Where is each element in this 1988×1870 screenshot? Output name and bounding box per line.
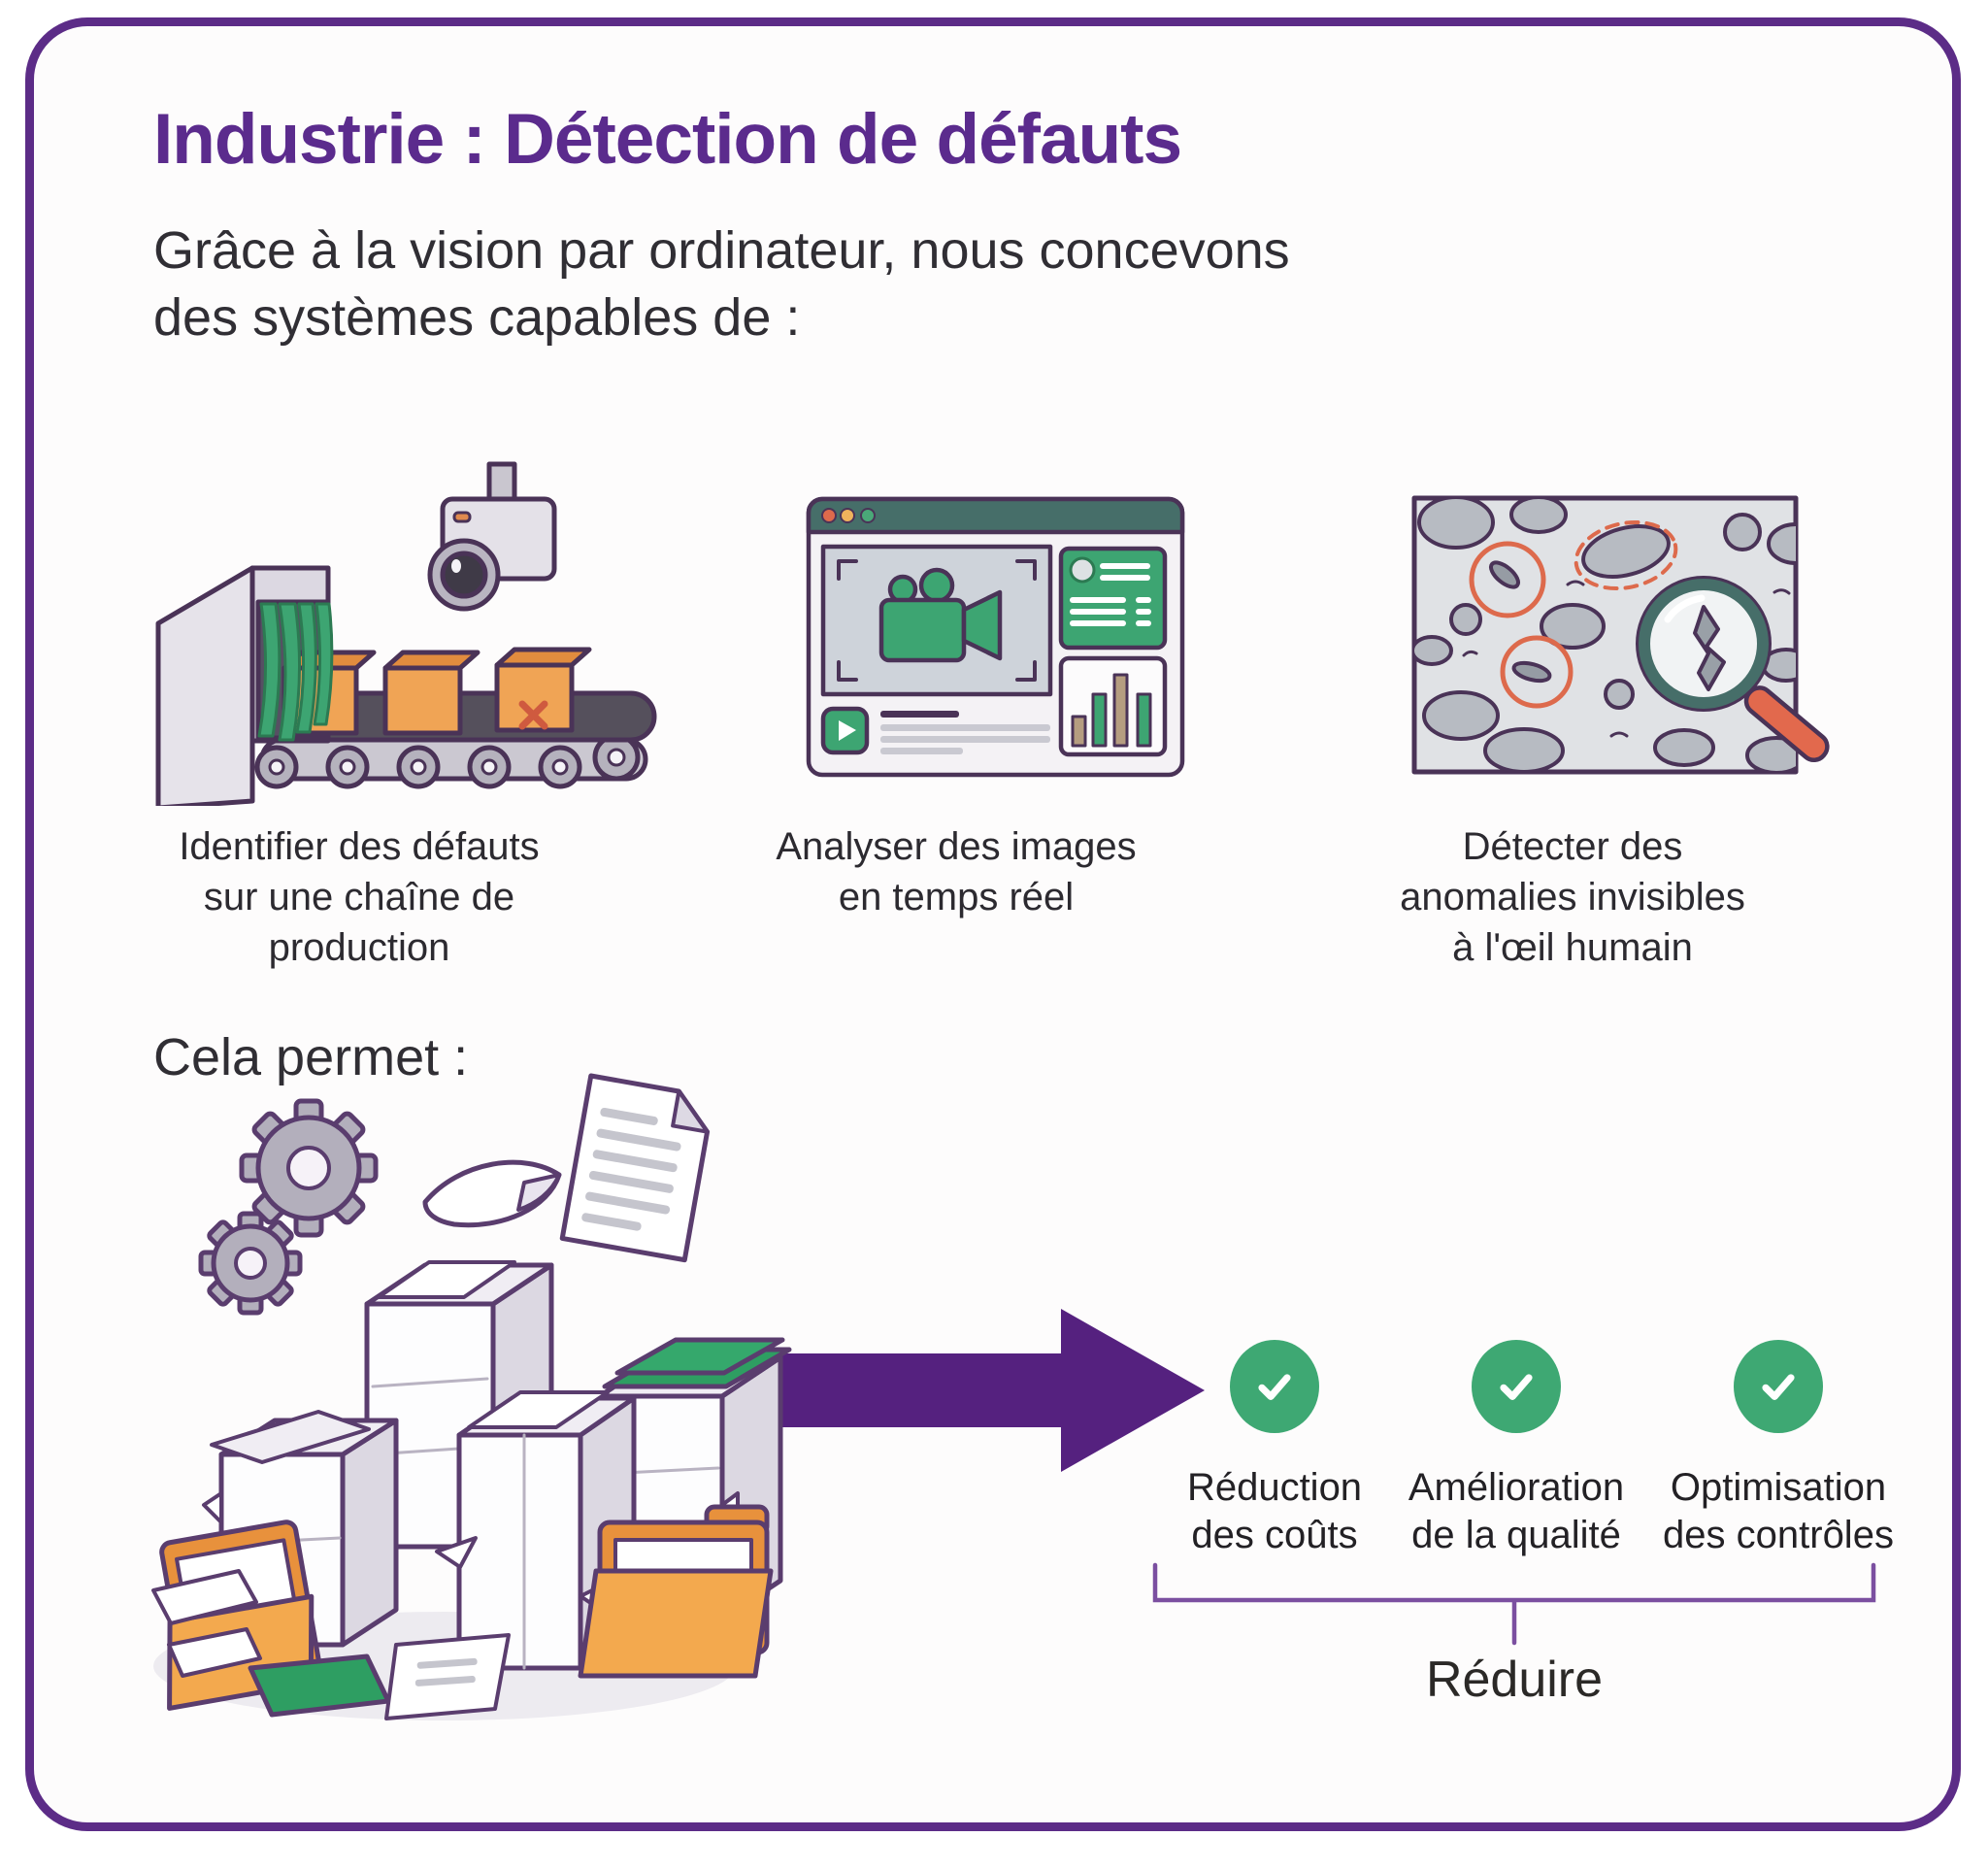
document-sheet bbox=[559, 1073, 711, 1263]
green-curtain bbox=[257, 602, 334, 742]
benefit-label: Optimisation des contrôles bbox=[1663, 1466, 1894, 1556]
subtitle: Grâce à la vision par ordinateur, nous c… bbox=[153, 217, 1290, 351]
arrow-right-icon bbox=[675, 1309, 1205, 1472]
benefit-cost-reduction: Réduction des coûts bbox=[1148, 1340, 1401, 1559]
capability-caption-1: Identifier des défauts sur une chaîne de… bbox=[179, 825, 540, 969]
subtitle-line-2: des systèmes capables de : bbox=[153, 287, 801, 347]
video-dashboard-illustration bbox=[806, 496, 1185, 778]
defect-x-icon bbox=[518, 700, 548, 730]
video-panel bbox=[820, 544, 1053, 697]
capability-caption-3: Détecter des anomalies invisibles à l'œi… bbox=[1400, 825, 1745, 969]
video-camera-icon bbox=[878, 567, 1003, 663]
bar-chart-icon bbox=[1058, 655, 1168, 757]
material-texture bbox=[1414, 498, 1796, 772]
green-folder bbox=[602, 1337, 792, 1389]
anomaly-dashed-outline bbox=[1574, 519, 1678, 591]
check-icon bbox=[1230, 1340, 1319, 1433]
benefit-label: Amélioration de la qualité bbox=[1408, 1466, 1625, 1556]
paper-sheet bbox=[422, 1159, 562, 1228]
check-icon bbox=[1472, 1340, 1561, 1433]
folder-icon bbox=[578, 1504, 774, 1679]
paper-stacks-illustration bbox=[151, 1073, 792, 1720]
profile-card bbox=[1058, 546, 1168, 651]
gears-icon bbox=[198, 1098, 379, 1316]
check-icon bbox=[1734, 1340, 1823, 1433]
package-box bbox=[382, 650, 480, 736]
benefit-control-optimization: Optimisation des contrôles bbox=[1652, 1340, 1905, 1559]
anomaly-circle bbox=[1469, 541, 1574, 709]
benefit-quality-improvement: Amélioration de la qualité bbox=[1390, 1340, 1642, 1559]
capability-caption-2: Analyser des images en temps réel bbox=[776, 825, 1137, 918]
grouping-bracket bbox=[1152, 1562, 1876, 1646]
subtitle-line-1: Grâce à la vision par ordinateur, nous c… bbox=[153, 221, 1290, 280]
bracket-label: Réduire bbox=[1425, 1652, 1604, 1708]
conveyor-camera-illustration bbox=[155, 461, 657, 806]
green-sheet bbox=[248, 1653, 391, 1718]
page-title: Industrie : Détection de défauts bbox=[153, 100, 1182, 179]
camera-icon bbox=[427, 461, 557, 612]
magnifier-anomalies-illustration bbox=[1411, 495, 1830, 775]
play-button-icon bbox=[820, 706, 870, 755]
benefit-label: Réduction des coûts bbox=[1186, 1466, 1363, 1556]
crack-detail bbox=[1693, 605, 1726, 691]
benefits-heading: Cela permet : bbox=[153, 1028, 469, 1086]
magnifier-icon bbox=[1636, 576, 1830, 763]
loose-sheet bbox=[151, 1569, 511, 1720]
package-box-defect bbox=[494, 647, 592, 733]
